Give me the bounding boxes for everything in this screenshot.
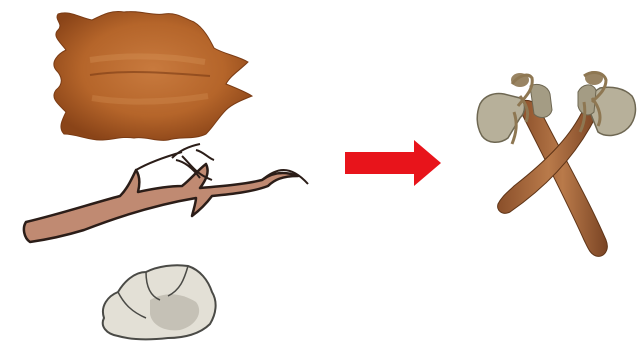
stone-icon <box>103 265 216 339</box>
crossed-stone-axes-icon <box>477 71 635 256</box>
branch-icon <box>24 144 308 242</box>
arrow-right-icon <box>345 140 441 186</box>
animal-hide-icon <box>54 11 252 140</box>
